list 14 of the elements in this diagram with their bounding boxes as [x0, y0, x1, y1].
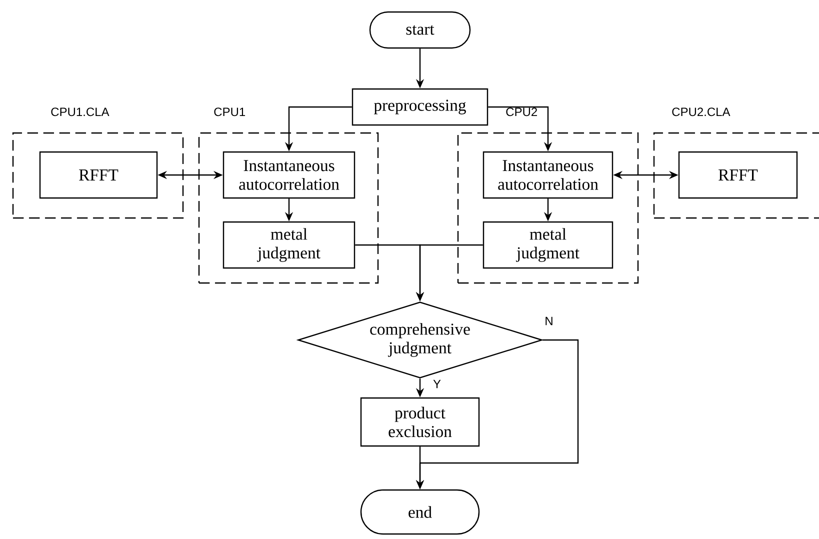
edge-label: Y: [432, 378, 442, 390]
process-box: preprocessing: [352, 88, 488, 126]
process-box: Instantaneous autocorrelation: [482, 151, 614, 199]
node-label: CPU1: [214, 108, 246, 116]
process-box: Instantaneous autocorrelation: [222, 151, 356, 199]
node-label: CPU1.CLA: [51, 108, 110, 116]
edge-label: N: [543, 316, 555, 326]
process-box: metal judgment: [482, 221, 614, 269]
process-box: RFFT: [678, 151, 798, 199]
process-box: RFFT: [39, 151, 158, 199]
node-label: CPU2: [506, 108, 537, 116]
process-box: metal judgment: [222, 221, 356, 269]
node-label: CPU2.CLA: [672, 108, 730, 116]
process-box: product exclusion: [360, 397, 480, 447]
